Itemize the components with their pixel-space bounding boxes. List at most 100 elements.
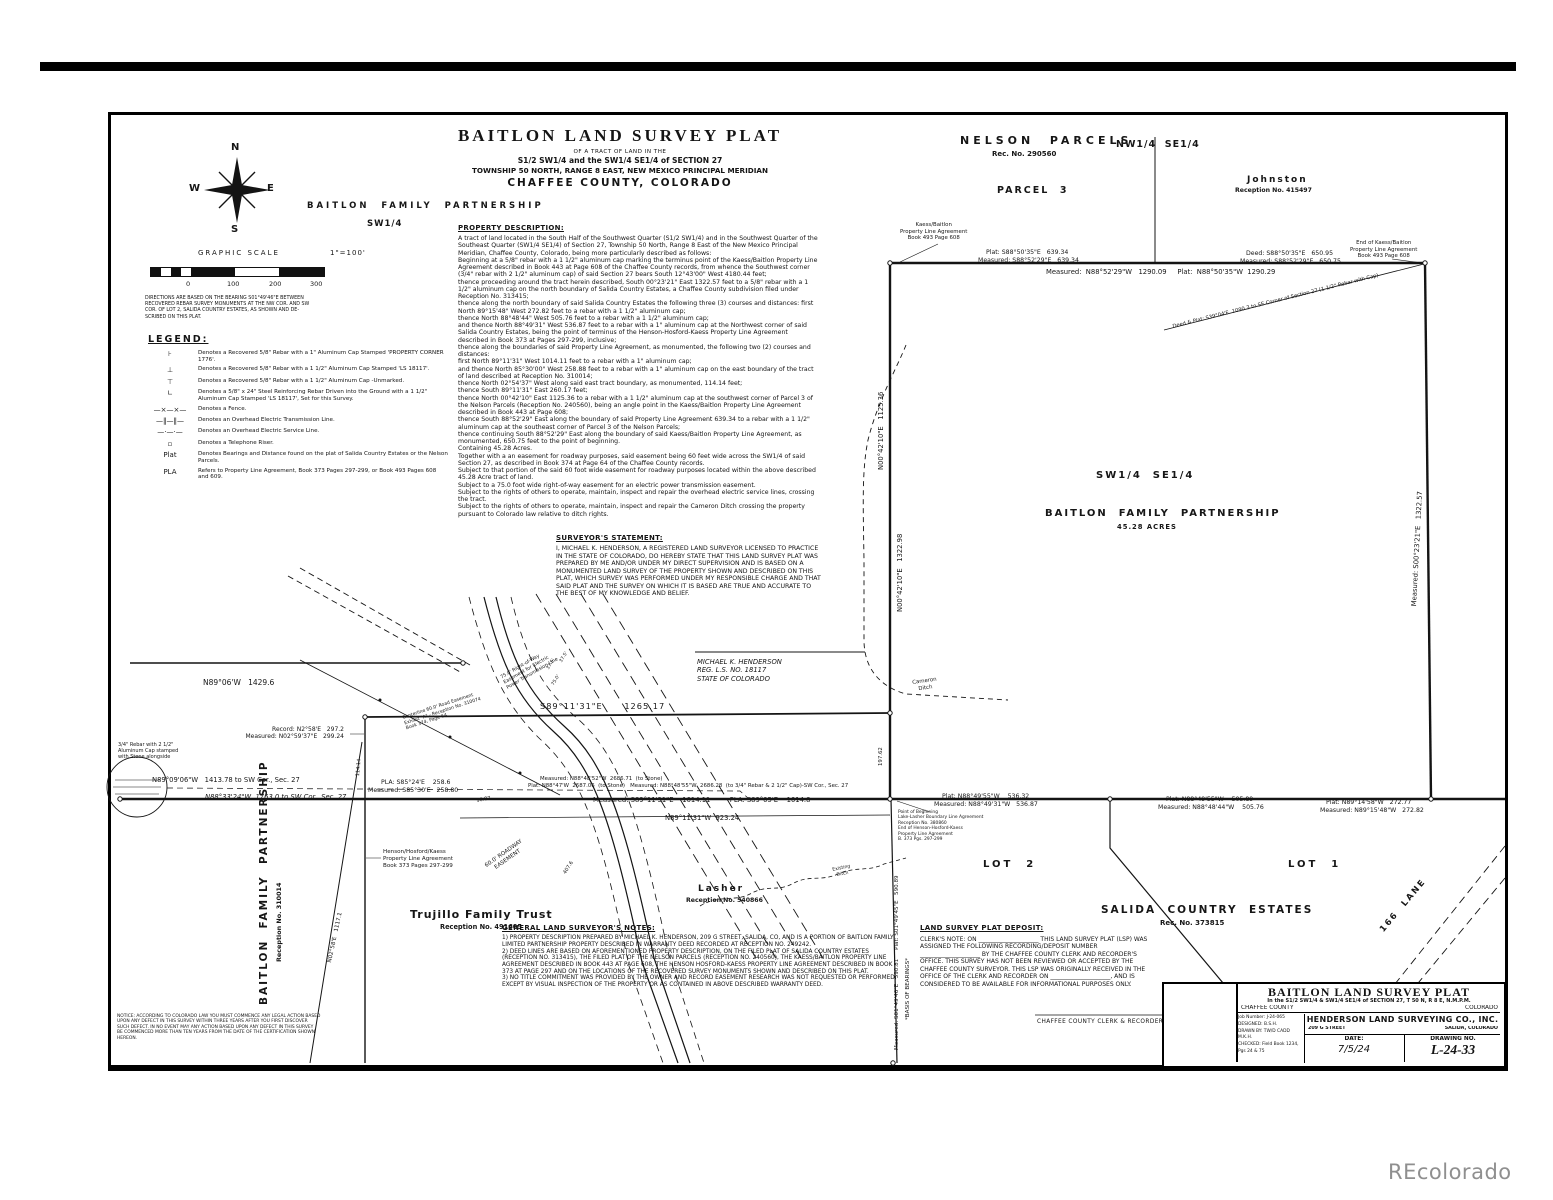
lot-2-label: LOT 2 bbox=[983, 859, 1037, 870]
legend-item-text: Denotes a Fence. bbox=[198, 405, 247, 412]
property-description-paragraph: thence proceeding around the tract herei… bbox=[458, 278, 809, 301]
legend-item: ▫ Denotes a Telephone Riser. bbox=[148, 440, 448, 448]
drawn-by: DRAWN BY: TW/D CADD M.K.H. bbox=[1238, 1028, 1290, 1041]
firm-name: HENDERSON LAND SURVEYING CO., INC. bbox=[1306, 1015, 1499, 1024]
surveyor-statement-body: I, MICHAEL K. HENDERSON, A REGISTERED LA… bbox=[556, 545, 821, 598]
monument-unmarked-cap-icon: ⊤ bbox=[166, 377, 174, 386]
general-notes: GENERAL LAND SURVEYOR'S NOTES: 1) PROPER… bbox=[502, 924, 900, 989]
legend-item: ⊤Denotes a Recovered 5/8" Rebar with a 1… bbox=[148, 378, 448, 386]
plat-abbreviation: Plat bbox=[163, 451, 177, 460]
compass-n-label: N bbox=[231, 142, 240, 153]
bearing-label: N00°42'10"E 1322.98 bbox=[896, 533, 904, 612]
graphic-scale-bar bbox=[150, 267, 325, 277]
legend-item: ∟Denotes a 5/8" x 24" Steel Reinforcing … bbox=[148, 389, 448, 402]
legend-item-text: Denotes a Telephone Riser. bbox=[198, 439, 274, 446]
property-description-paragraph: thence continuing South 88°52'29" East a… bbox=[458, 430, 802, 446]
header-subtitle-1: OF A TRACT OF LAND IN THE bbox=[573, 149, 667, 155]
property-description-paragraph: thence along the north boundary of said … bbox=[458, 300, 814, 315]
acreage-label: 45.28 ACRES bbox=[1117, 523, 1177, 531]
general-notes-heading: GENERAL LAND SURVEYOR'S NOTES: bbox=[502, 924, 656, 932]
bearing-label: Record: N2°58'E 297.2 Measured: N02°59'3… bbox=[245, 726, 344, 741]
title-block-subtitle: In the S1/2 SW1/4 & SW1/4 SE1/4 of SECTI… bbox=[1267, 998, 1471, 1004]
monument-recovered-1in-cap-icon: ⊦ bbox=[168, 350, 172, 358]
electric-service-line-icon: —·—·— bbox=[157, 428, 183, 437]
fence-line-icon: —×—×— bbox=[153, 405, 187, 414]
salida-estates-rec: Rec. No. 373815 bbox=[1160, 919, 1225, 927]
legend-item: ⊥Denotes a Recovered 5/8" Rebar with a 1… bbox=[148, 366, 448, 374]
designed-by: DESIGNED: B.S.H. bbox=[1238, 1021, 1278, 1027]
parcel-3-label: PARCEL 3 bbox=[997, 185, 1069, 196]
property-description-paragraph: thence North 88°48'44" West 505.76 feet … bbox=[458, 314, 709, 322]
property-description-body: A tract of land located in the South Hal… bbox=[458, 235, 820, 518]
legend-heading: LEGEND: bbox=[148, 334, 209, 345]
bearing-label: S89°11'31"E 1265.17 bbox=[540, 701, 666, 711]
telephone-riser-icon: ▫ bbox=[167, 439, 173, 448]
bearing-label: PLA: S85°24'E 258.6 bbox=[381, 779, 451, 786]
legend-item-text: Denotes an Overhead Electric Service Lin… bbox=[198, 428, 320, 435]
property-description-paragraph: Beginning at a 5/8" rebar with a 1 1/2" … bbox=[458, 256, 818, 279]
bearing-label: Measured: N88°52'29"W 1290.09 Plat: N88°… bbox=[1046, 268, 1276, 276]
plat-deposit-heading: LAND SURVEY PLAT DEPOSIT: bbox=[920, 924, 1044, 932]
date-value: 7/5/24 bbox=[1337, 1044, 1371, 1055]
surveyor-statement-heading: SURVEYOR'S STATEMENT: bbox=[556, 534, 663, 542]
legend-item: —‖—‖—Denotes an Overhead Electric Transm… bbox=[148, 417, 448, 425]
bearing-label: N89°11'31"W 923.24 bbox=[665, 814, 740, 822]
monument-recovered-1.5in-cap-icon: ⊥ bbox=[166, 366, 174, 375]
lasher-rec: Reception No. 540866 bbox=[686, 897, 763, 904]
property-description-paragraph: A tract of land located in the South Hal… bbox=[458, 235, 818, 257]
bearing-label: Measured: S85°30'E 258.80 bbox=[368, 787, 459, 794]
basis-bearing-label: Measured: S01°49'46"E 590.81 Plat: S01°4… bbox=[894, 875, 900, 1050]
general-notes-body: 1) PROPERTY DESCRIPTION PREPARED BY MICH… bbox=[502, 935, 900, 989]
trujillo-label: Trujillo Family Trust bbox=[410, 908, 553, 921]
owner-label: BAITLON FAMILY PARTNERSHIP bbox=[307, 201, 544, 211]
kaess-pla-note: Kaess/Baitlon Property Line Agreement Bo… bbox=[900, 222, 968, 242]
property-description-paragraph: and thence North 88°49'31" West 536.87 f… bbox=[458, 322, 807, 344]
property-description-paragraph: Together with a an easement for roadway … bbox=[458, 452, 806, 467]
property-description-paragraph: thence North 02°54'37" West along said e… bbox=[458, 380, 743, 388]
page-title: BAITLON LAND SURVEY PLAT bbox=[457, 126, 783, 145]
property-description-paragraph: thence along the boundaries of said Prop… bbox=[458, 343, 811, 359]
general-note: 3) NO TITLE COMMITMENT WAS PROVIDED BY T… bbox=[502, 975, 897, 989]
scale-tick-label: 0 bbox=[186, 280, 191, 288]
checked-by: CHECKED: Field Book 1234, Pgs 24 & 75 bbox=[1238, 1042, 1299, 1055]
electric-transmission-line-icon: —‖—‖— bbox=[156, 416, 184, 425]
header-subtitle-3: TOWNSHIP 50 NORTH, RANGE 8 EAST, NEW MEX… bbox=[472, 166, 768, 175]
title-block-title: BAITLON LAND SURVEY PLAT bbox=[1268, 985, 1470, 999]
pla-abbreviation: PLA bbox=[163, 467, 177, 476]
title-block-divider bbox=[1304, 1034, 1500, 1035]
legend-items: ⊦Denotes a Recovered 5/8" Rebar with a 1… bbox=[148, 350, 448, 481]
tie-bearing-label: N89°09'06"W 1413.78 to SW Cor., Sec. 27 bbox=[152, 776, 300, 784]
bearing-label: N89°06'W 1429.6 bbox=[203, 678, 275, 687]
quarter-label-sw14-se14: SW1/4 SE1/4 bbox=[1096, 470, 1195, 481]
lot-1-label: LOT 1 bbox=[1288, 859, 1342, 870]
compass-w-label: W bbox=[189, 183, 201, 194]
top-rule bbox=[40, 62, 1516, 71]
surveyor-signature-block: MICHAEL K. HENDERSON REG. L.S. NO. 18117… bbox=[697, 658, 782, 683]
job-number: Job Number: J-24-065 bbox=[1238, 1015, 1285, 1020]
nelson-parcels-label: NELSON PARCELS bbox=[960, 134, 1133, 147]
end-kaess-pla-note: End of Kaess/Baitlon Property Line Agree… bbox=[1350, 240, 1418, 260]
property-description-paragraph: and thence North 85°30'00" West 258.88 f… bbox=[458, 365, 814, 380]
general-note: 2) DEED LINES ARE BASED ON AFOREMENTIONE… bbox=[502, 948, 893, 975]
legend: LEGEND: ⊦Denotes a Recovered 5/8" Rebar … bbox=[148, 334, 448, 484]
watermark-recolorado: REcolorado bbox=[1388, 1160, 1512, 1184]
property-description-paragraph: thence South 88°52'29" East along the bo… bbox=[458, 416, 810, 431]
distance-label: 197.62 bbox=[878, 747, 884, 766]
plat-border bbox=[108, 112, 1508, 1071]
property-description-paragraph: Subject to the rights of others to opera… bbox=[458, 503, 805, 518]
scale-tick-label: 200 bbox=[269, 280, 282, 288]
firm-address: 209 G STREET bbox=[1308, 1026, 1346, 1031]
bearing-label: Plat: N89°14'58"W 272.77 bbox=[1326, 799, 1412, 806]
compass-e-label: E bbox=[267, 183, 274, 194]
salida-estates-label: SALIDA COUNTRY ESTATES bbox=[1101, 904, 1314, 916]
plat-deposit: LAND SURVEY PLAT DEPOSIT: CLERK'S NOTE: … bbox=[920, 924, 1150, 988]
title-block-divider bbox=[1404, 1034, 1405, 1062]
pob-note: Point of Beginning Lake-Lasher Boundary … bbox=[898, 810, 984, 842]
property-description-heading: PROPERTY DESCRIPTION: bbox=[458, 224, 564, 232]
bearing-label: Measured: N88°48'52"W 2686.71 (to Stone) bbox=[540, 776, 663, 782]
title-block-job-fields: Job Number: J-24-065 DESIGNED: B.S.H. DR… bbox=[1238, 1014, 1305, 1063]
monument-set-rebar-icon: ∟ bbox=[167, 389, 173, 398]
graphic-scale-title: GRAPHIC SCALE bbox=[198, 249, 280, 257]
